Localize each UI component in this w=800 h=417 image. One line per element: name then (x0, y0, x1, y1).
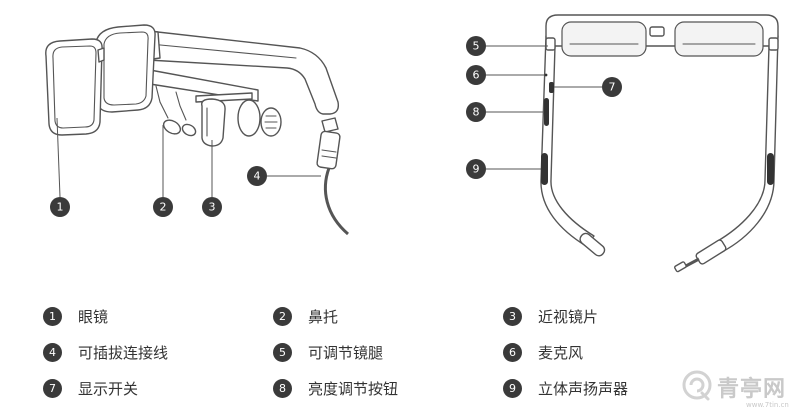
right-hinge (768, 37, 779, 51)
legend-label: 可调节镜腿 (308, 343, 384, 362)
legend-label: 立体声扬声器 (538, 379, 629, 398)
callout-circle (466, 102, 486, 122)
callout-number: 9 (473, 163, 480, 176)
callout-circle (50, 197, 70, 217)
nose-pad-stem (155, 85, 169, 119)
legend-label: 鼻托 (308, 307, 339, 326)
callout-7: 7 (602, 77, 622, 97)
left-hinge (545, 37, 556, 51)
speaker-left (541, 153, 548, 185)
nose-bridge (97, 47, 105, 63)
callout-1: 1 (50, 197, 70, 217)
lens-right (674, 21, 764, 57)
callout-circle (466, 36, 486, 56)
callout-circle (247, 166, 267, 186)
right-temple (715, 35, 779, 253)
cable-wire (323, 167, 349, 236)
callout-5: 5 (466, 36, 486, 56)
legend-label: 麦克风 (538, 343, 584, 362)
near-lens (45, 38, 103, 136)
legend-label: 近视镜片 (538, 307, 599, 326)
cable-connector-ridges (321, 149, 337, 159)
speaker-right (767, 153, 774, 185)
legend-number: 7 (43, 378, 62, 398)
callout-circle (466, 65, 486, 85)
near-temple-arm (139, 29, 340, 115)
legend-item-temples: 5 可调节镜腿 (273, 334, 503, 370)
legend-number: 1 (43, 306, 62, 326)
legend-number: 5 (273, 342, 292, 362)
callout-8: 8 (466, 102, 486, 122)
temple-seam-line (149, 43, 297, 59)
legend-item-glasses: 1 眼镜 (43, 298, 273, 334)
legend-number: 9 (503, 378, 522, 398)
legend: 1 眼镜 2 鼻托 3 近视镜片 4 可插拔连接线 5 可调节镜腿 6 麦克风 … (43, 298, 733, 406)
cable-connector-head (321, 117, 339, 133)
callout-9: 9 (466, 159, 486, 179)
legend-label: 亮度调节按钮 (308, 379, 399, 398)
nose-pad-right (181, 123, 197, 137)
callout-number: 2 (160, 201, 167, 214)
ear-speaker-grille (264, 115, 278, 129)
nose-pad-stem-2 (175, 91, 187, 121)
far-lens-inner (103, 31, 149, 106)
right-cable-plug (674, 261, 687, 273)
glasses-perspective-view (45, 24, 349, 236)
callout-number: 8 (473, 106, 480, 119)
display-switch (549, 82, 554, 93)
nose-pad-left (162, 119, 182, 135)
callout-number: 5 (473, 40, 480, 53)
glasses-top-view (540, 14, 779, 273)
watermark-logo-icon (682, 370, 712, 401)
legend-item-prescription-lens: 3 近视镜片 (503, 298, 733, 334)
near-lens-inner (52, 45, 97, 129)
callout-number: 3 (209, 201, 216, 214)
watermark-url: www.7tin.cn (746, 401, 789, 409)
right-temple-connector (695, 239, 727, 265)
callout-circle (602, 77, 622, 97)
legend-label: 眼镜 (78, 307, 109, 326)
far-lens (95, 24, 156, 113)
legend-number: 4 (43, 342, 62, 362)
callout-number: 7 (609, 81, 616, 94)
legend-number: 8 (273, 378, 292, 398)
frame-bridge (649, 26, 665, 37)
callout-number: 4 (254, 170, 261, 183)
brightness-button (544, 98, 549, 126)
leader-line-1 (56, 117, 61, 198)
legend-number: 6 (503, 342, 522, 362)
legend-item-speakers: 9 立体声扬声器 (503, 370, 733, 406)
callout-4: 4 (247, 166, 267, 186)
cable-connector-body (316, 130, 341, 170)
callout-2: 2 (153, 197, 173, 217)
watermark-text: 青亭网 (717, 377, 787, 402)
legend-item-brightness-button: 8 亮度调节按钮 (273, 370, 503, 406)
legend-item-microphone: 6 麦克风 (503, 334, 733, 370)
ear-speaker-left (237, 99, 261, 137)
callout-number: 6 (473, 69, 480, 82)
microphone-hole (544, 73, 548, 77)
left-temple-tip (579, 232, 606, 257)
callout-circle (202, 197, 222, 217)
legend-label: 可插拔连接线 (78, 343, 169, 362)
legend-number: 3 (503, 306, 522, 326)
legend-item-display-switch: 7 显示开关 (43, 370, 273, 406)
callout-circle (466, 159, 486, 179)
legend-item-nose-pads: 2 鼻托 (273, 298, 503, 334)
legend-number: 2 (273, 306, 292, 326)
callout-3: 3 (202, 197, 222, 217)
left-temple (540, 35, 595, 247)
callout-6: 6 (466, 65, 486, 85)
lens-left (561, 21, 647, 57)
callout-number: 1 (57, 201, 64, 214)
prescription-lens (201, 98, 226, 147)
legend-item-cable: 4 可插拔连接线 (43, 334, 273, 370)
callout-circle (153, 197, 173, 217)
legend-label: 显示开关 (78, 379, 139, 398)
